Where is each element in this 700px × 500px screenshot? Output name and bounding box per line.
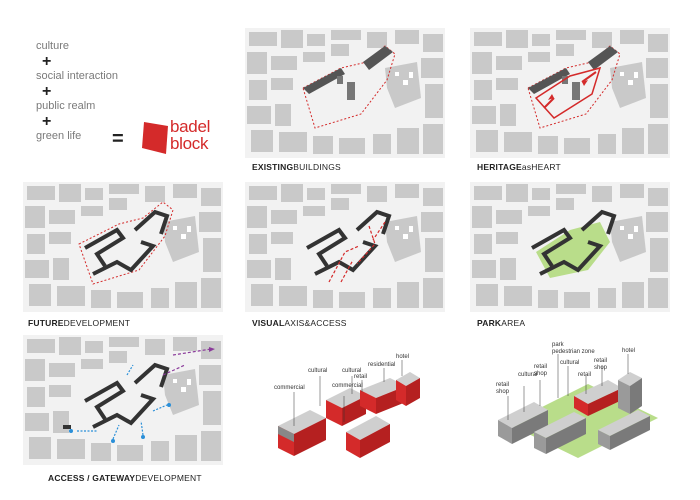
label-retail-shop: retail shop xyxy=(496,382,510,395)
panel-visual-axis-access xyxy=(245,182,445,312)
label-hotel: hotel xyxy=(396,354,410,360)
badel-block-logo: badel block xyxy=(140,112,230,164)
label-commercial: commercial xyxy=(274,385,305,391)
label-cultural: cultural xyxy=(560,360,580,366)
label-retail: retail xyxy=(578,372,592,378)
label-commercial: commercial xyxy=(332,383,363,389)
panel-existing-buildings xyxy=(245,28,445,158)
logo-mark-icon xyxy=(142,122,168,154)
iso-massing-uses: commercial cultural commercial cultural … xyxy=(250,340,450,470)
equation-item-culture: culture xyxy=(36,40,70,52)
equals-sign: = xyxy=(112,128,124,150)
plus-sign: + xyxy=(42,83,52,100)
caption-heritage-as-heart: HERITAGEasHEART xyxy=(477,162,561,172)
label-park-pedestrian-zone: park pedestrian zone xyxy=(552,342,595,355)
plus-sign: + xyxy=(42,113,52,130)
caption-future-development: FUTUREDEVELOPMENT xyxy=(28,318,131,328)
label-hotel: hotel xyxy=(622,348,636,354)
equation-item-social-interaction: social interaction xyxy=(36,70,118,82)
caption-existing-buildings: EXISTINGBUILDINGS xyxy=(252,162,341,172)
label-cultural: cultural xyxy=(342,368,362,374)
label-cultural: cultural xyxy=(518,372,538,378)
panel-heritage-as-heart xyxy=(470,28,670,158)
caption-visual-axis-access: VISUALAXIS&ACCESS xyxy=(252,318,347,328)
panel-future-development xyxy=(23,182,223,312)
panel-access-gateway-development xyxy=(23,335,223,465)
panel-park-area xyxy=(470,182,670,312)
label-retail-shop: retail shop xyxy=(594,358,608,371)
logo-text-badel: badel xyxy=(170,117,211,136)
label-retail: retail xyxy=(354,374,368,380)
label-residential: residential xyxy=(368,362,396,368)
concept-equation: culture + social interaction + public re… xyxy=(30,30,230,160)
equation-item-green-life: green life xyxy=(36,130,82,142)
label-retail-shop: retail shop xyxy=(534,364,548,377)
iso-massing-park: retail shop cultural retail shop park pe… xyxy=(478,340,678,470)
equation-item-public-realm: public realm xyxy=(36,100,96,112)
label-cultural: cultural xyxy=(308,368,328,374)
plus-sign: + xyxy=(42,53,52,70)
caption-park-area: PARKAREA xyxy=(477,318,526,328)
caption-access-gateway-development: ACCESS / GATEWAYDEVELOPMENT xyxy=(48,473,202,483)
logo-text-block: block xyxy=(170,134,209,153)
